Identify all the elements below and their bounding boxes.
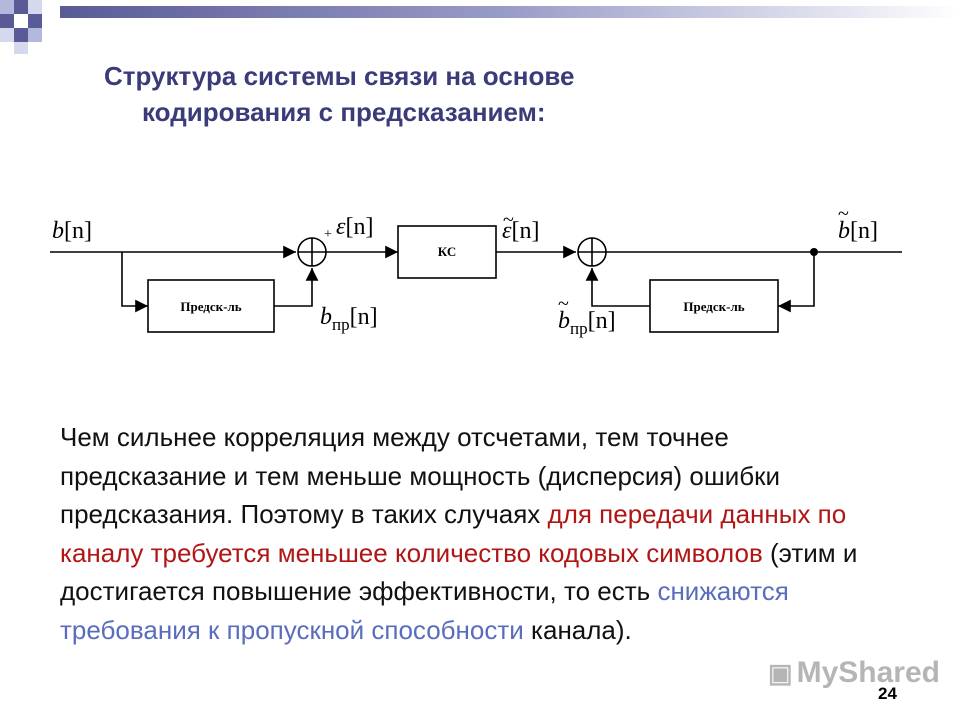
slideshow-icon: ▣ <box>768 658 793 688</box>
paragraph-part-5: канала). <box>523 614 632 645</box>
paragraph-part-1: Чем сильнее корреляция между отсчетами, … <box>60 422 781 529</box>
rx-predictor-label: Предск-ль <box>683 299 744 314</box>
received-error-tilde: ~ <box>503 209 514 231</box>
output-tilde: ~ <box>838 203 849 225</box>
rx-predictor-output <box>585 268 650 307</box>
output-signal-label: b[n] <box>838 218 878 244</box>
output-junction-dot <box>810 248 818 256</box>
error-signal-label: ε[n] <box>336 214 373 240</box>
tx-prediction-label: bпр[n] <box>320 304 378 334</box>
tx-predictor-input <box>121 252 148 313</box>
paragraph-highlight-red: для передачи данных по каналу требуется … <box>60 499 847 568</box>
received-error-label: ε[n] <box>502 218 539 244</box>
page-number: 24 <box>878 684 897 703</box>
title-line-1: Структура системы связи на основе <box>104 61 575 91</box>
paragraph-highlight-blue: снижаются требования к пропускной способ… <box>60 576 789 645</box>
title-line-2: кодирования с предсказанием: <box>142 97 546 127</box>
input-signal-label: b[n] <box>52 218 92 244</box>
watermark: ▣MyShared <box>768 656 940 690</box>
rx-prediction-tilde: ~ <box>558 293 569 315</box>
tx-predictor-label: Предск-ль <box>180 299 241 314</box>
tx-adder-sign: + <box>324 227 332 242</box>
explanation-paragraph: Чем сильнее корреляция между отсчетами, … <box>60 418 860 649</box>
paragraph-part-3: (этим и достигается повышение эффективно… <box>60 537 858 607</box>
prediction-coding-diagram: Предск-ль КС Предск-ль b[n] + ε[n] ~ ε[n… <box>50 203 902 338</box>
rx-predictor-input <box>778 252 815 313</box>
channel-block <box>397 225 497 279</box>
corner-decoration <box>0 0 960 54</box>
watermark-text: MyShared <box>796 656 940 689</box>
tx-predictor-output <box>274 268 319 307</box>
tx-predictor-block <box>147 279 275 333</box>
rx-prediction-label: bпр[n] <box>558 308 616 338</box>
channel-block-label: КС <box>438 244 457 259</box>
rx-predictor-block <box>649 279 779 333</box>
slide-title: Структура системы связи на основе кодиро… <box>104 58 744 130</box>
